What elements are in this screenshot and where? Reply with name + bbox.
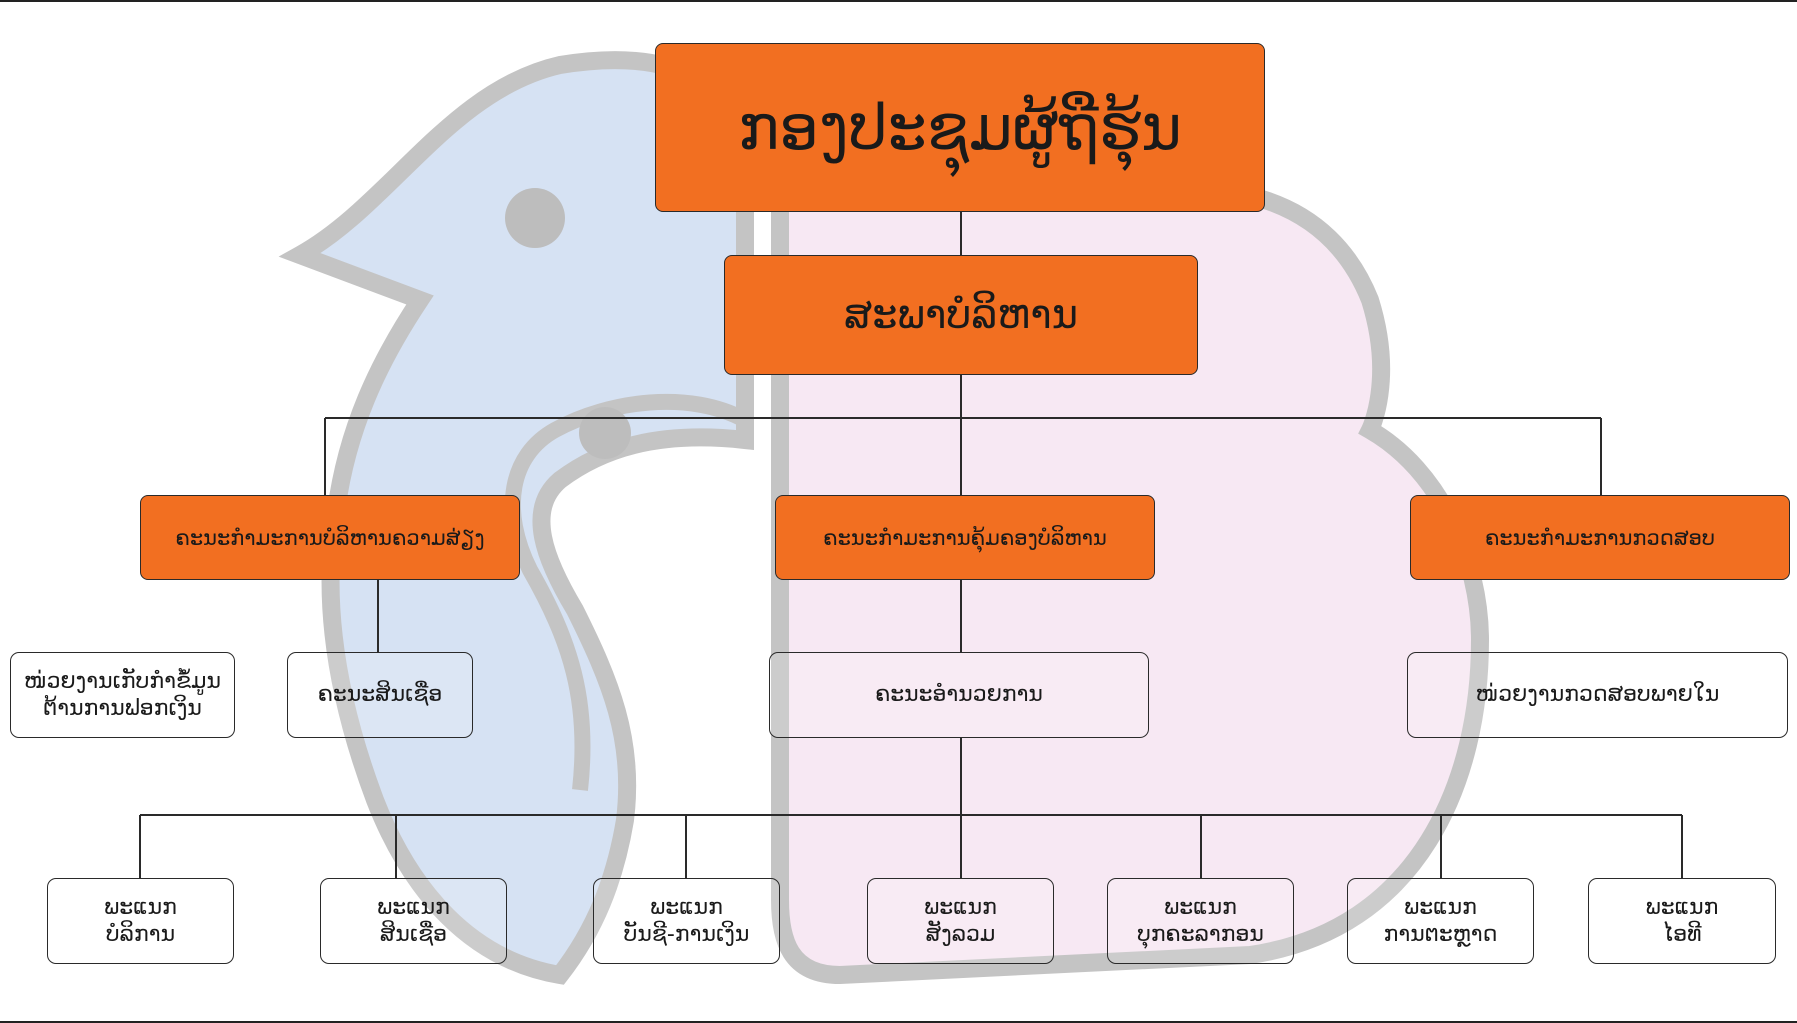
department-label-line1: ພະແນກ xyxy=(1404,894,1477,920)
department-node: ພະແນກ ສັງລວມ xyxy=(867,878,1054,964)
risk-committee-label: ຄະນະກຳມະການບໍລິຫານຄວາມສ່ຽງ xyxy=(175,525,485,550)
department-label-line2: ການຕະຫຼາດ xyxy=(1383,922,1498,947)
audit-committee-label: ຄະນະກຳມະການກວດສອບ xyxy=(1484,525,1716,550)
internal-audit-label: ໜ່ວຍງານກວດສອບພາຍໃນ xyxy=(1475,682,1720,708)
department-node: ພະແນກ ການຕະຫຼາດ xyxy=(1347,878,1534,964)
department-node: ພະແນກ ບໍລິການ xyxy=(47,878,234,964)
department-label-line1: ພະແນກ xyxy=(650,894,723,920)
department-label-line2: ບຸກຄະລາກອນ xyxy=(1137,922,1264,947)
shareholders-meeting-node: ກອງປະຊຸມຜູ້ຖືຮຸ້ນ xyxy=(655,43,1265,212)
connectors xyxy=(139,212,1683,878)
governance-committee-node: ຄະນະກຳມະການຄຸ້ມຄອງບໍລິຫານ xyxy=(775,495,1155,580)
management-label: ຄະນະອຳນວຍການ xyxy=(875,682,1043,708)
watermark-logo xyxy=(278,51,1490,985)
internal-audit-node: ໜ່ວຍງານກວດສອບພາຍໃນ xyxy=(1407,652,1788,738)
department-node: ພະແນກ ບຸກຄະລາກອນ xyxy=(1107,878,1294,964)
department-label-line2: ບໍລິການ xyxy=(105,922,176,947)
watermark-eye-upper xyxy=(505,188,565,248)
department-node: ພະແນກ ບັນຊີ-ການເງິນ xyxy=(593,878,780,964)
department-label-line2: ໄອທີ xyxy=(1662,922,1702,947)
department-label-line2: ສັງລວມ xyxy=(925,922,996,947)
department-label-line1: ພະແນກ xyxy=(1645,894,1719,920)
department-label-line2: ສິນເຊື່ອ xyxy=(379,922,448,947)
aml-unit-label-line1: ໜ່ວຍງານເກັບກຳຂໍ້ມູນ xyxy=(24,668,221,694)
watermark-inner-curve xyxy=(504,393,749,791)
audit-committee-node: ຄະນະກຳມະການກວດສອບ xyxy=(1410,495,1790,580)
department-label-line1: ພະແນກ xyxy=(377,894,450,920)
shareholders-meeting-label: ກອງປະຊຸມຜູ້ຖືຮຸ້ນ xyxy=(738,91,1182,164)
aml-unit-label-line2: ຕ້ານການຟອກເງິນ xyxy=(43,696,202,721)
watermark-blue-bird xyxy=(278,51,754,985)
risk-committee-node: ຄະນະກຳມະການບໍລິຫານຄວາມສ່ຽງ xyxy=(140,495,520,580)
department-label-line1: ພະແນກ xyxy=(1164,894,1237,920)
department-label-line2: ບັນຊີ-ການເງິນ xyxy=(623,922,750,947)
credit-committee-label: ຄະນະສິນເຊື່ອ xyxy=(317,682,443,708)
governance-committee-label: ຄະນະກຳມະການຄຸ້ມຄອງບໍລິຫານ xyxy=(823,525,1107,550)
credit-committee-node: ຄະນະສິນເຊື່ອ xyxy=(287,652,473,738)
department-label-line1: ພະແນກ xyxy=(104,894,177,920)
department-node: ພະແນກ ໄອທີ xyxy=(1588,878,1776,964)
management-node: ຄະນະອຳນວຍການ xyxy=(769,652,1149,738)
watermark-eye-lower xyxy=(579,407,631,459)
aml-unit-node: ໜ່ວຍງານເກັບກຳຂໍ້ມູນ ຕ້ານການຟອກເງິນ xyxy=(10,652,235,738)
department-label-line1: ພະແນກ xyxy=(924,894,997,920)
board-of-directors-label: ສະພາບໍລິຫານ xyxy=(843,292,1079,338)
department-node: ພະແນກ ສິນເຊື່ອ xyxy=(320,878,507,964)
board-of-directors-node: ສະພາບໍລິຫານ xyxy=(724,255,1198,375)
